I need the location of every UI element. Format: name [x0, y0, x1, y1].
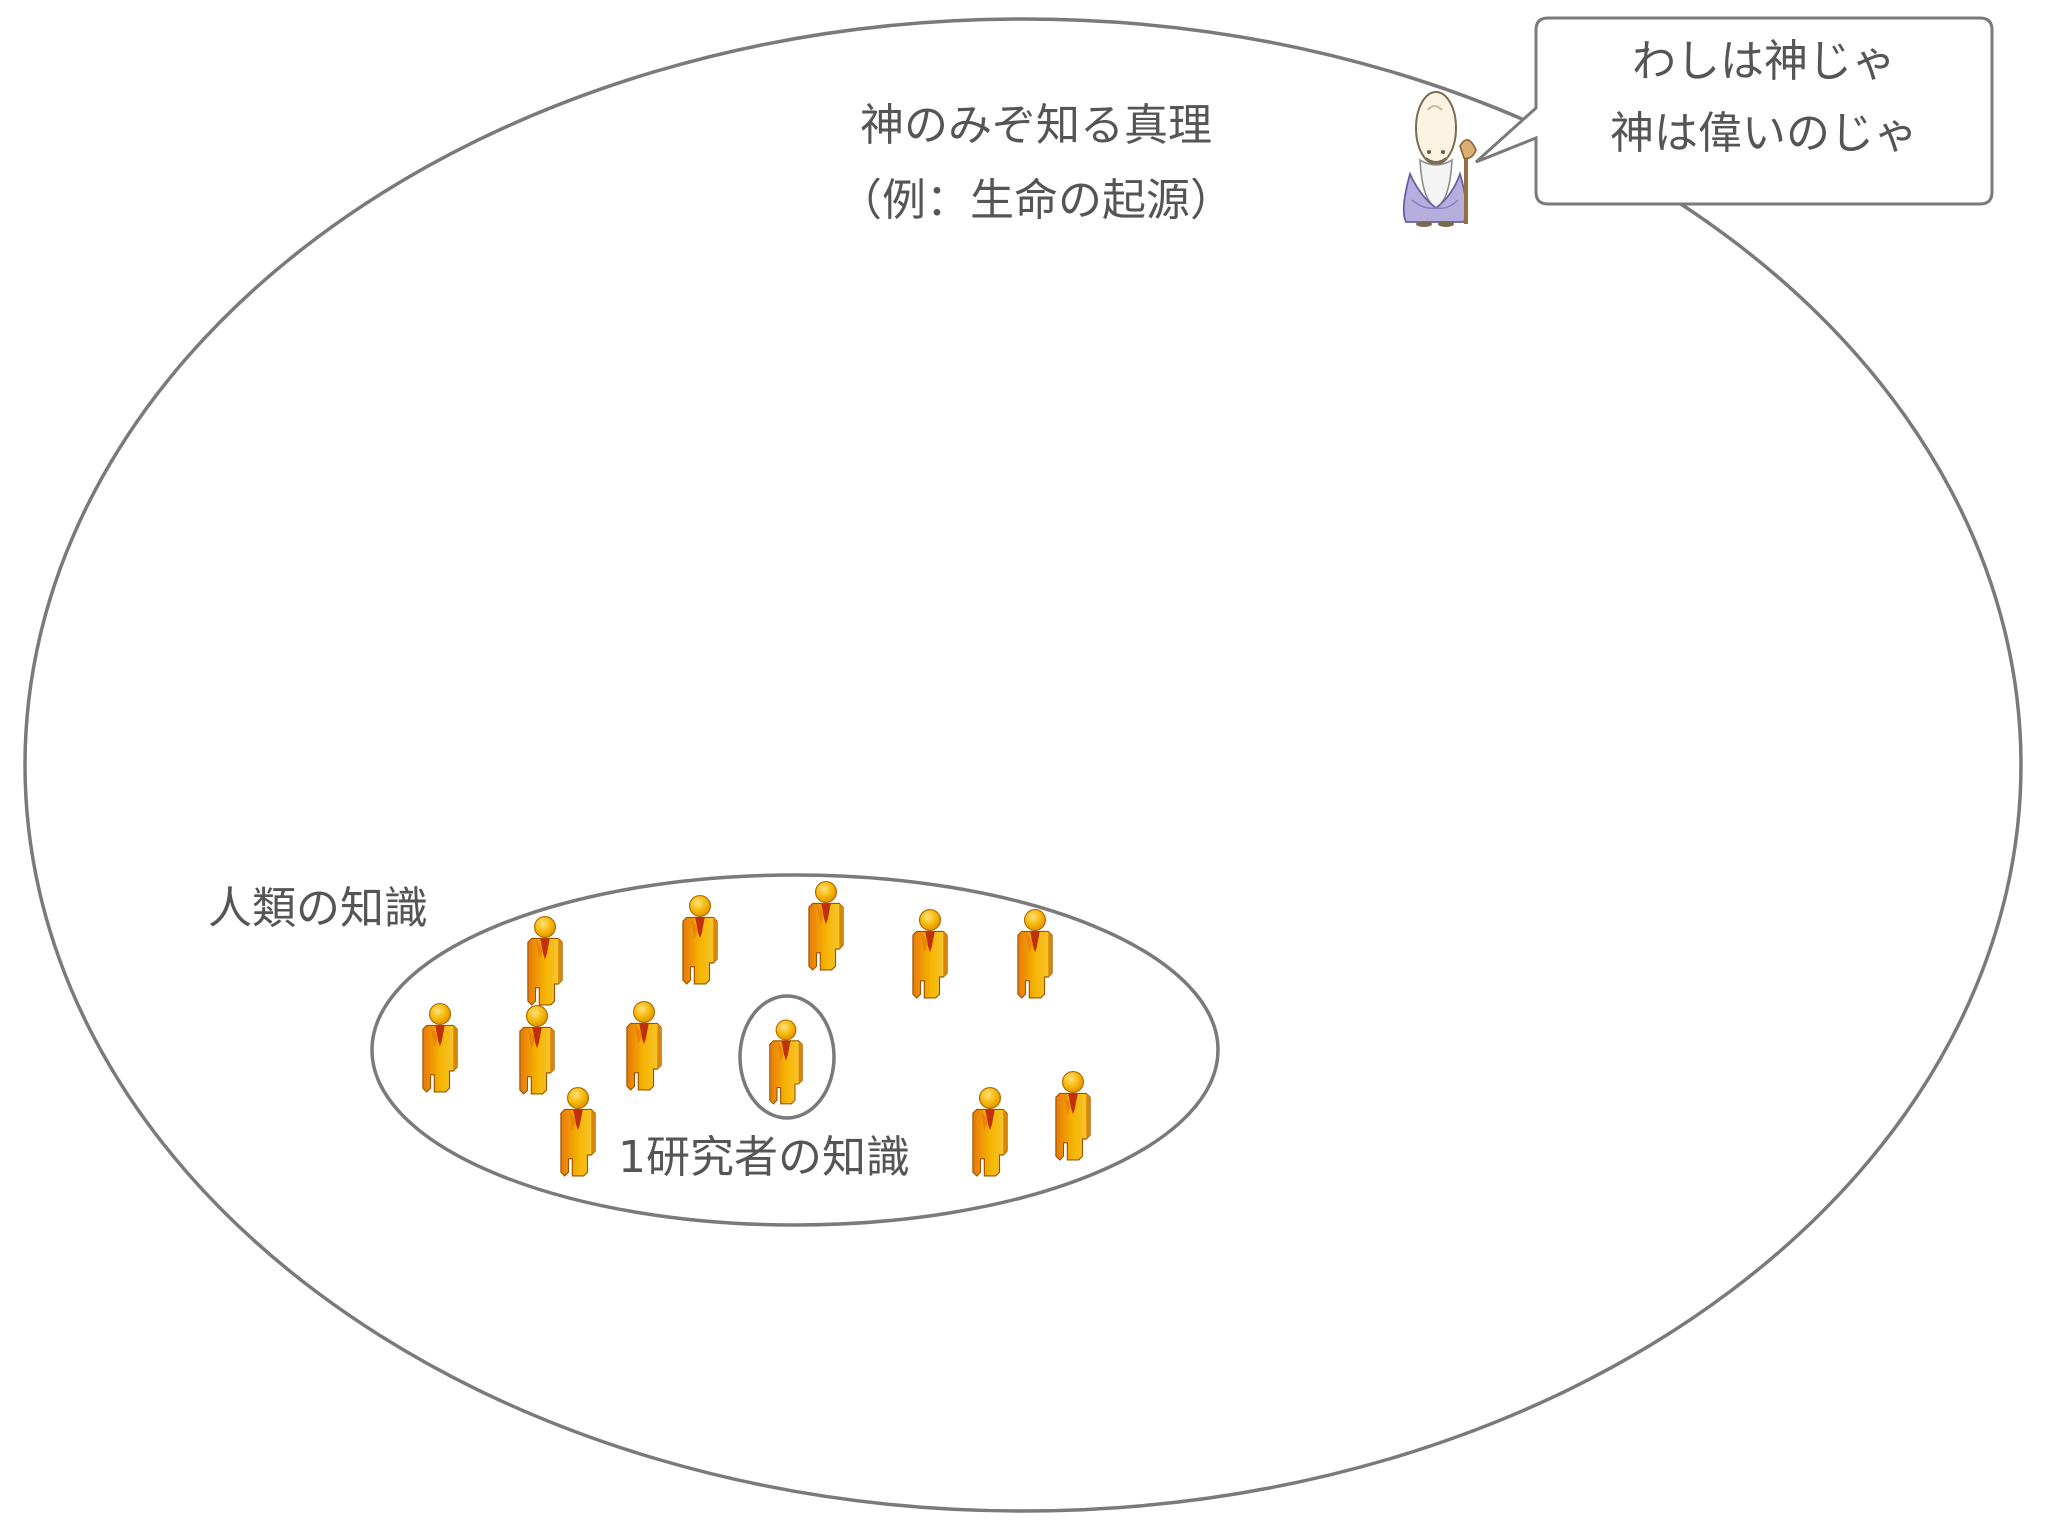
person-figure-icon: [561, 1088, 595, 1176]
speech-bubble-line2: 神は偉いのじゃ: [1610, 108, 1918, 159]
truth-region-example: （例：生命の起源）: [838, 175, 1234, 226]
speech-bubble-line1: わしは神じゃ: [1632, 36, 1896, 87]
truth-region-title: 神のみぞ知る真理: [860, 100, 1212, 151]
person-figure-icon: [1056, 1072, 1090, 1160]
person-figure-icon: [520, 1006, 554, 1094]
speech-bubble: わしは神じゃ 神は偉いのじゃ: [1476, 18, 1992, 204]
old-sage-god-icon: [1404, 92, 1476, 227]
person-figure-icon: [809, 882, 843, 970]
truth-region-ellipse: [25, 19, 2021, 1511]
person-figure-icon: [528, 917, 562, 1005]
person-figure-icon: [683, 896, 717, 984]
person-figure-icon: [1018, 910, 1052, 998]
humanity-knowledge-label: 人類の知識: [208, 883, 428, 934]
person-figure-icon: [627, 1002, 661, 1090]
person-figure-icon: [913, 910, 947, 998]
person-figure-icon: [770, 1020, 802, 1104]
researcher-knowledge-label: 1研究者の知識: [618, 1132, 910, 1183]
person-figure-icon: [973, 1088, 1007, 1176]
person-figure-icon: [423, 1004, 457, 1092]
